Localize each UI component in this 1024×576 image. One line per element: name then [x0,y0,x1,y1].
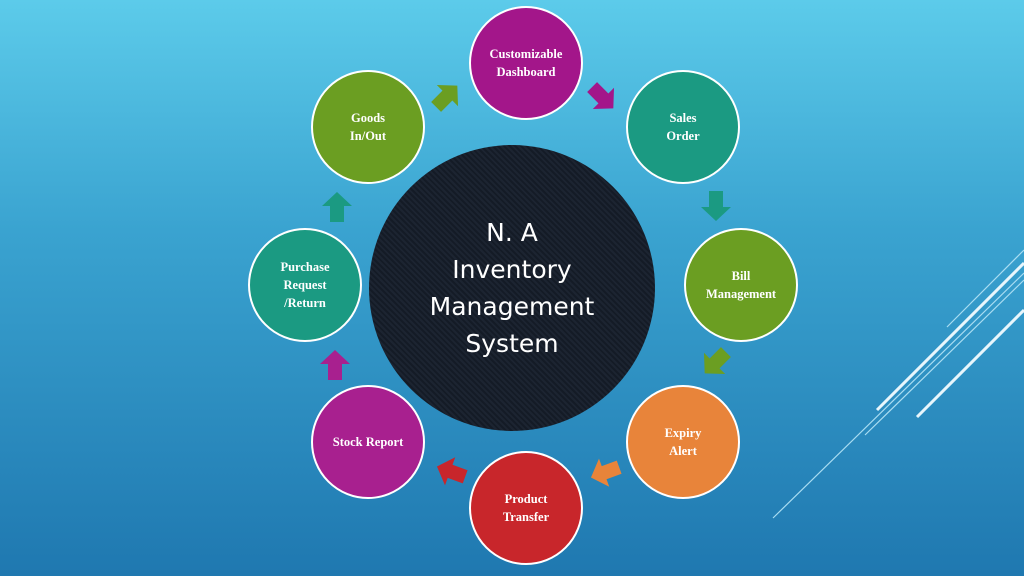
center-title: N. A Inventory Management System [369,145,655,431]
node-stock-report[interactable]: Stock Report [311,385,425,499]
arrow-icon [590,458,622,487]
node-sales-order[interactable]: Sales Order [626,70,740,184]
node-expiry-alert[interactable]: Expiry Alert [626,385,740,499]
node-purchase-request-return[interactable]: Purchase Request /Return [248,228,362,342]
node-product-transfer[interactable]: Product Transfer [469,451,583,565]
node-goods-in-out[interactable]: Goods In/Out [311,70,425,184]
node-customizable-dashboard[interactable]: Customizable Dashboard [469,6,583,120]
arrow-icon [701,191,731,221]
arrow-icon [587,82,615,110]
arrow-icon [322,192,352,222]
arrow-icon [703,347,731,375]
arrow-icon [320,350,350,380]
node-bill-management[interactable]: Bill Management [684,228,798,342]
arrow-icon [436,457,468,486]
arrow-icon [431,84,459,112]
